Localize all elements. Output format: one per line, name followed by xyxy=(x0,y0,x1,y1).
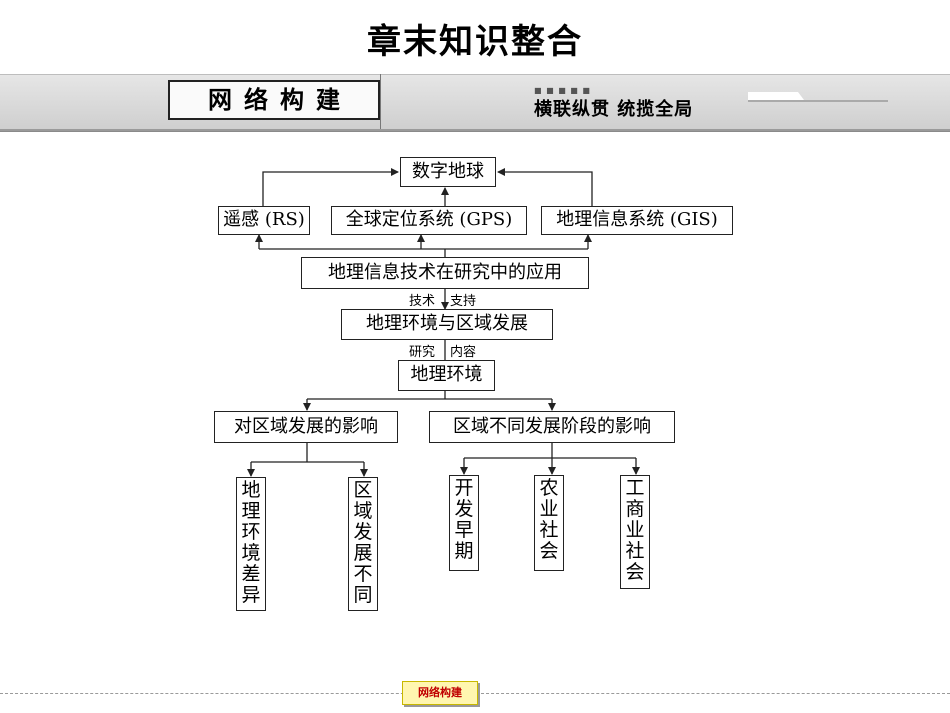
section-heading: 网络构建 xyxy=(168,80,380,120)
banner-dots-decoration: ■ ■ ■ ■ ■ xyxy=(534,86,591,95)
node-impact-stages: 区域不同发展阶段的影响 xyxy=(429,411,675,443)
leaf-early: 开发早期 xyxy=(449,475,479,571)
node-env-and-dev: 地理环境与区域发展 xyxy=(341,309,553,340)
node-geo-info-tech: 地理信息技术在研究中的应用 xyxy=(301,257,589,289)
leaf-env-diff: 地理环境差异 xyxy=(236,477,266,611)
label-support: 支持 xyxy=(450,294,477,309)
label-tech: 技术 xyxy=(409,294,436,309)
section-subtitle: 横联纵贯 统揽全局 xyxy=(534,99,694,120)
leaf-industry: 工商业社会 xyxy=(620,475,650,589)
page-title: 章末知识整合 xyxy=(367,22,583,62)
node-gps: 全球定位系统 (GPS) xyxy=(331,206,527,235)
node-gis: 地理信息系统 (GIS) xyxy=(541,206,733,235)
section-banner xyxy=(0,74,950,132)
banner-stripe-decoration xyxy=(748,92,888,102)
footer-nav-tab[interactable]: 网络构建 xyxy=(402,681,478,705)
leaf-dev-diff: 区域发展不同 xyxy=(348,477,378,611)
node-geo-env: 地理环境 xyxy=(398,360,495,391)
leaf-agri: 农业社会 xyxy=(534,475,564,571)
banner-separator xyxy=(380,74,381,129)
node-rs: 遥感 (RS) xyxy=(218,206,310,235)
node-impact-regional: 对区域发展的影响 xyxy=(214,411,398,443)
banner-divider xyxy=(0,131,950,132)
label-research: 研究 xyxy=(409,345,436,360)
label-content: 内容 xyxy=(450,345,477,360)
node-digital-earth: 数字地球 xyxy=(400,157,496,187)
